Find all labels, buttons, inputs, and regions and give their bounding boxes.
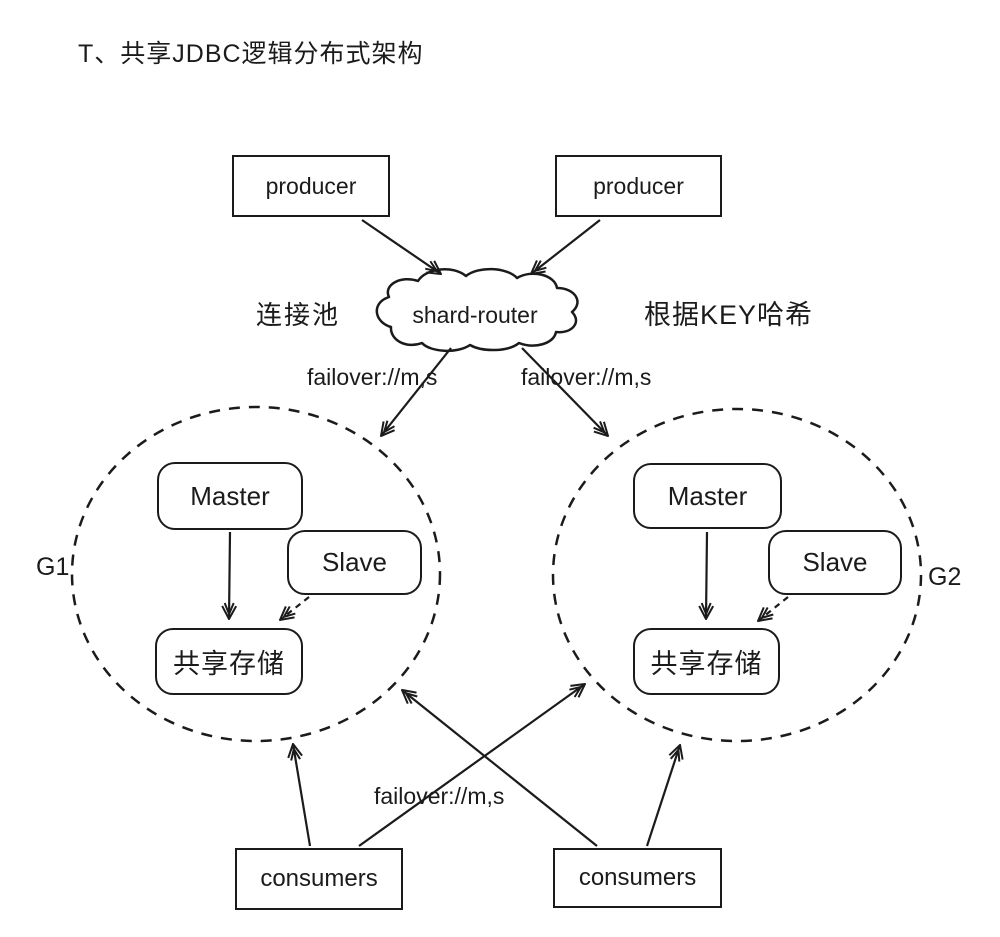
edge-router-to-group2 [521, 347, 608, 436]
group1-id-label: G1 [36, 553, 70, 581]
group2-slave-label: Slave [802, 547, 868, 577]
group2-slave-box: Slave [768, 530, 902, 595]
producer-left-box: producer [232, 155, 390, 217]
edge-producer2-to-router [531, 219, 601, 274]
producer-right-box: producer [555, 155, 722, 217]
failover-left-label: failover://m,s [307, 364, 438, 390]
group1-shared-storage-label: 共享存储 [173, 649, 285, 679]
key-hash-note: 根据KEY哈希 [644, 300, 814, 330]
failover-right-label: failover://m,s [521, 364, 652, 390]
group1-slave-label: Slave [321, 547, 388, 577]
consumers-right-label: consumers [578, 864, 697, 891]
shard-router-label: shard-router [412, 302, 538, 328]
group1-master-box: Master [157, 462, 303, 530]
edge-consumers2-to-group1 [402, 690, 598, 847]
consumers-left-box: consumers [235, 848, 403, 910]
group1-slave-box: Slave [287, 530, 422, 595]
producer-right-label: producer [593, 172, 684, 199]
shard-router-cloud-shape [375, 267, 579, 352]
group1-shared-storage-box: 共享存储 [155, 628, 303, 695]
group2-shared-storage-label: 共享存储 [650, 649, 763, 679]
group2-id-label: G2 [928, 563, 962, 591]
edge-slave2-to-storage2 [758, 596, 789, 621]
group2-boundary [551, 407, 923, 743]
consumers-left-label: consumers [260, 865, 378, 892]
edge-master2-to-storage2 [706, 531, 707, 619]
edge-consumers1-to-group1 [293, 744, 312, 847]
group2-master-box: Master [633, 463, 782, 529]
edge-slave1-to-storage1 [280, 596, 310, 620]
edge-producer1-to-router [361, 219, 441, 274]
consumers-right-box: consumers [553, 848, 722, 908]
producer-left-label: producer [265, 172, 357, 199]
edge-consumers1-to-group2 [358, 684, 585, 847]
group1-master-label: Master [190, 480, 270, 511]
group2-master-label: Master [667, 480, 748, 511]
failover-bottom-label: failover://m,s [374, 783, 505, 809]
edge-router-to-group1 [381, 347, 452, 436]
edge-consumers2-to-group2 [645, 745, 680, 847]
connection-pool-note: 连接池 [256, 300, 341, 330]
diagram-title: T、共享JDBC逻辑分布式架构 [78, 40, 424, 68]
group2-shared-storage-box: 共享存储 [633, 628, 780, 695]
edge-master1-to-storage1 [229, 531, 230, 619]
group1-boundary [70, 405, 442, 743]
